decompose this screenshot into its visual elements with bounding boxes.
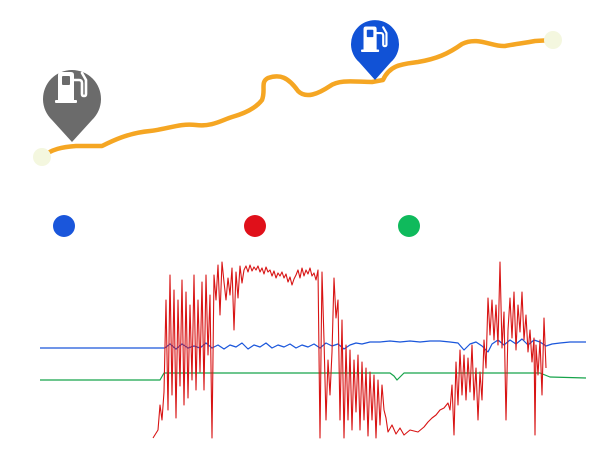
legend-dot-red: [244, 215, 266, 237]
green-trace: [40, 372, 587, 381]
blue-trace: [40, 338, 586, 353]
end-fuel-pin[interactable]: [351, 20, 399, 80]
fuel-station-pin-icon: [55, 71, 88, 103]
red-trace: [152, 261, 547, 439]
route-end-point: [544, 31, 562, 49]
legend-dot-blue: [53, 215, 75, 237]
legend: [53, 215, 420, 237]
route-map: [33, 20, 562, 166]
fuel-station-pin-icon: [361, 26, 388, 52]
route-start-point: [33, 148, 51, 166]
legend-dot-green: [398, 215, 420, 237]
start-fuel-pin[interactable]: [42, 70, 101, 142]
signal-traces: [40, 261, 587, 439]
route-line: [39, 37, 556, 160]
